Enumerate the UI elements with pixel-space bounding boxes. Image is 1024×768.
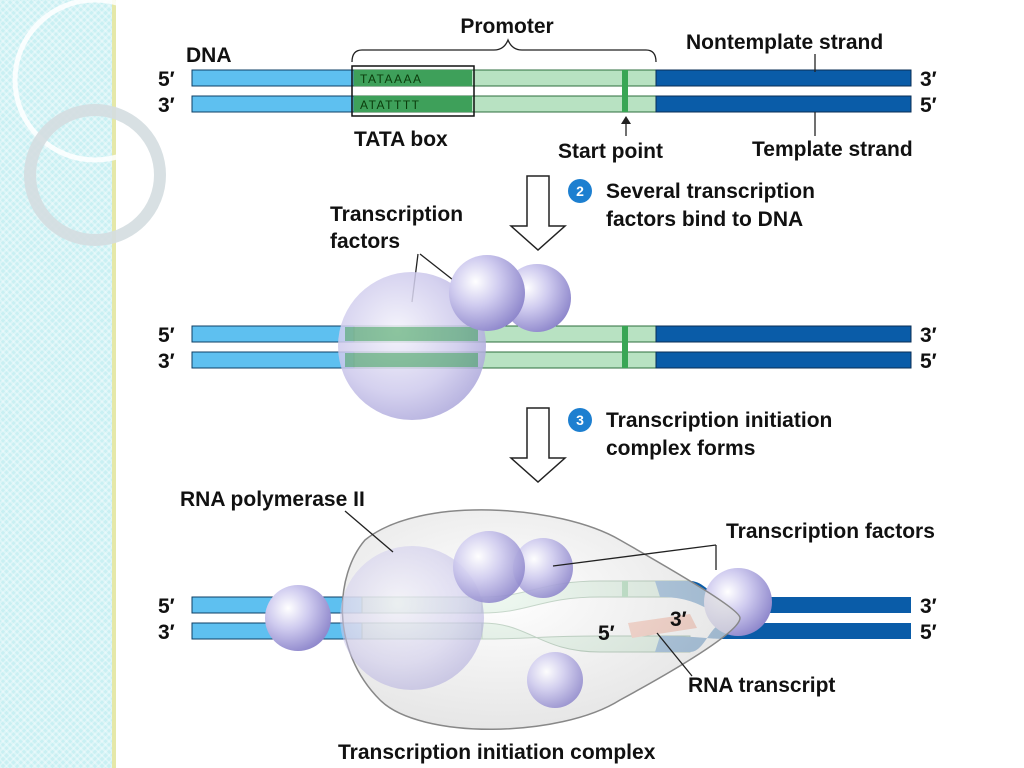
end-3-bottom-3: 3′ <box>158 621 175 644</box>
dna-label: DNA <box>186 44 232 67</box>
start-point-mark <box>622 70 628 112</box>
tata-seq-bottom: ATATTTT <box>360 98 421 112</box>
tf-right-label: Transcription factors <box>726 520 935 543</box>
dna-section-2 <box>191 325 912 369</box>
rna-polymerase-label: RNA polymerase II <box>180 488 365 511</box>
decor-circle <box>12 0 178 163</box>
decorative-divider <box>112 0 116 768</box>
end-5-bottom-2: 5′ <box>920 350 937 373</box>
rna-transcript-label: RNA transcript <box>688 674 835 697</box>
tata-binding-protein <box>338 272 486 420</box>
transcription-factor-top-small <box>513 538 573 598</box>
step-2-line-1: Several transcription <box>606 180 815 203</box>
tata-box-bottom <box>354 96 472 112</box>
template-label: Template strand <box>752 138 913 161</box>
step-2-badge <box>568 179 592 203</box>
tata-binding-protein-3 <box>340 546 484 690</box>
promoter-brace <box>351 38 657 63</box>
step-3-number: 3 <box>576 412 584 428</box>
tf-label-line-1: Transcription <box>330 203 463 226</box>
tata-overlay-bottom <box>345 353 478 367</box>
tf-label-line-2: factors <box>330 230 400 253</box>
transcription-factor-top <box>453 531 525 603</box>
end-5-top-3: 5′ <box>158 595 175 618</box>
end-5-bottom: 5′ <box>920 94 937 117</box>
tata-box-outline <box>351 65 475 117</box>
end-5-top-2: 5′ <box>158 324 175 347</box>
step-2-line-2: factors bind to DNA <box>606 208 803 231</box>
decor-circle <box>24 104 166 246</box>
start-point-label: Start point <box>558 140 663 163</box>
start-point-arrowhead <box>621 116 631 124</box>
transcription-factor-left <box>265 585 331 651</box>
step-2-arrow <box>509 175 567 252</box>
end-5-top: 5′ <box>158 68 175 91</box>
tata-overlay-top <box>345 327 478 341</box>
rna-transcript-pointer <box>656 632 693 677</box>
rna-polymerase-pointer <box>344 510 394 553</box>
transcription-factor-bottom <box>527 652 583 708</box>
rna-end-5: 5′ <box>598 622 615 645</box>
tf-right-pointer-1 <box>552 544 717 567</box>
end-3-top-2: 3′ <box>920 324 937 347</box>
end-3-bottom-2: 3′ <box>158 350 175 373</box>
tata-box-label: TATA box <box>354 128 448 151</box>
tata-box-top <box>354 70 472 86</box>
complex-label: Transcription initiation complex <box>338 741 656 764</box>
step-3-line-2: complex forms <box>606 437 755 460</box>
step-3-badge <box>568 408 592 432</box>
end-3-top: 3′ <box>920 68 937 91</box>
nontemplate-label: Nontemplate strand <box>686 31 883 54</box>
rna-end-3: 3′ <box>670 608 687 631</box>
step-3-line-1: Transcription initiation <box>606 409 832 432</box>
step-3-arrow <box>509 407 567 484</box>
promoter-label: Promoter <box>460 15 553 38</box>
end-3-top-3: 3′ <box>920 595 937 618</box>
end-3-bottom: 3′ <box>158 94 175 117</box>
transcription-factor <box>449 255 525 331</box>
end-5-bottom-3: 5′ <box>920 621 937 644</box>
dna-section-1 <box>191 65 912 117</box>
tata-seq-top: TATAAAA <box>360 72 423 86</box>
step-2-number: 2 <box>576 183 584 199</box>
